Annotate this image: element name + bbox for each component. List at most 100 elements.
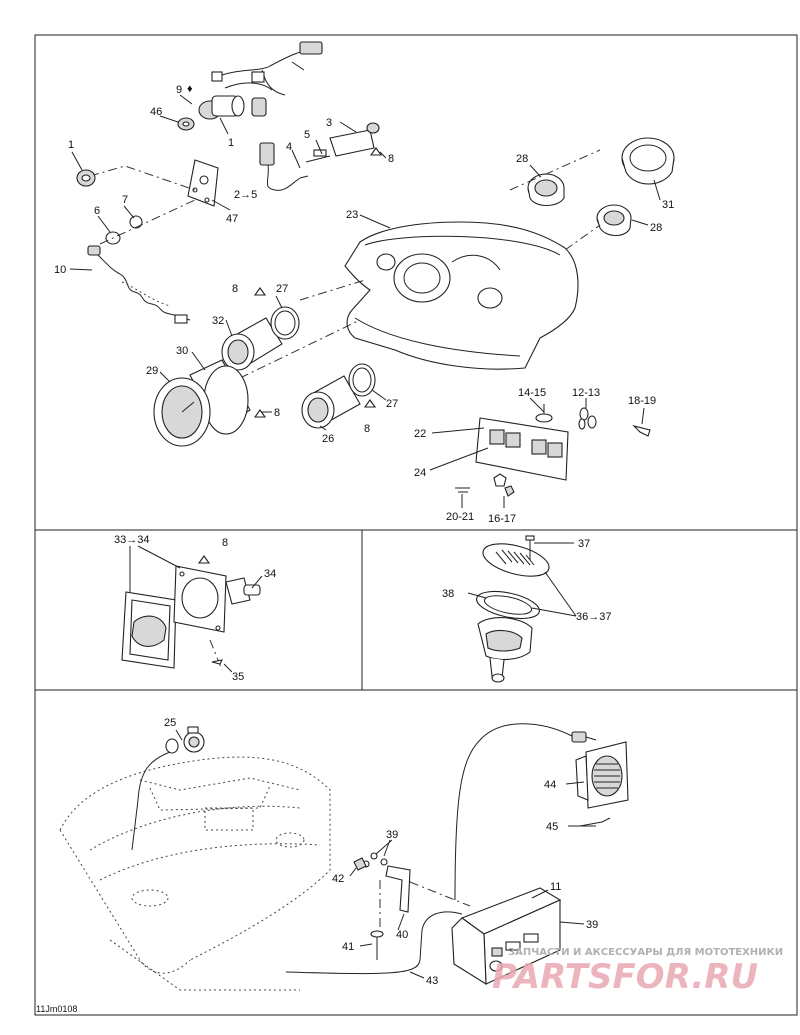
callout-34: 34 (264, 568, 276, 580)
callout-25: 25 (164, 717, 176, 729)
leaders-panel-4 (175, 729, 596, 979)
panel-gauge-detail: 33→34 8 34 35 (114, 534, 276, 683)
callout-27: 27 (386, 398, 398, 410)
clip-18-19 (632, 424, 651, 437)
gauge-face-33 (121, 591, 177, 669)
grille-36 (482, 543, 550, 577)
callout-37: 37 (578, 538, 590, 550)
bezel-28-right (596, 204, 632, 237)
labels-panel-4: 25 44 45 39 42 11 39 41 40 43 (164, 717, 598, 987)
callout-38: 38 (442, 588, 454, 600)
drop-8c (253, 409, 267, 418)
vent-housing-36 (477, 617, 533, 683)
callout-1: 1 (68, 139, 74, 151)
callout-6: 6 (94, 205, 100, 217)
callout-47: 47 (226, 213, 238, 225)
switch-assembly-2-5 (259, 142, 309, 191)
panel-radio-install: 25 44 45 39 42 11 39 41 40 43 (59, 717, 629, 991)
switch-panel-22 (475, 417, 569, 481)
bracket-47 (187, 159, 219, 207)
callout-10: 10 (54, 264, 66, 276)
callout-22: 22 (414, 428, 426, 440)
callout-20-21: 20-21 (446, 511, 474, 523)
nut-42 (353, 857, 367, 871)
switch-cap-14-15 (535, 404, 553, 423)
bolt-41 (370, 930, 384, 960)
svg-text:♦: ♦ (187, 83, 193, 95)
callout-46: 46 (150, 106, 162, 118)
callout-9: 9 (176, 84, 182, 96)
washer-7 (129, 215, 143, 229)
callout-40: 40 (396, 929, 408, 941)
labels-panel-1: 9 ♦ 46 1 1 2→5 47 7 6 10 4 5 3 8 23 28 3… (54, 83, 674, 525)
callout-3: 3 (326, 117, 332, 129)
panel-vent-detail: 37 38 36→37 (442, 535, 611, 683)
callout-4: 4 (286, 141, 292, 153)
callout-31: 31 (662, 199, 674, 211)
callout-27: 27 (276, 283, 288, 295)
callout-42: 42 (332, 873, 344, 885)
callout-33-34: 33→34 (114, 534, 149, 546)
callout-24: 24 (414, 467, 426, 479)
callout-8: 8 (222, 537, 228, 549)
bracket-40 (379, 865, 411, 930)
speedometer-29 (153, 359, 251, 447)
callout-18-19: 18-19 (628, 395, 656, 407)
callout-45: 45 (546, 821, 558, 833)
screw-37 (525, 535, 535, 560)
bulb-16-17 (493, 473, 515, 497)
grommet-1 (76, 169, 96, 187)
callout-1: 1 (228, 137, 234, 149)
console-housing-23 (344, 221, 579, 370)
hull-outline (59, 756, 331, 991)
callout-29: 29 (146, 365, 158, 377)
panel-dashboard-console: 9 ♦ 46 1 1 2→5 47 7 6 10 4 5 3 8 23 28 3… (54, 41, 675, 525)
clip-35 (211, 659, 223, 665)
switch-12-13 (578, 407, 597, 430)
callout-8: 8 (232, 283, 238, 295)
bezel-28-top (527, 173, 565, 207)
gauge-bracket-34 (173, 565, 261, 633)
callout-2-5: 2→5 (234, 189, 257, 201)
callout-14-15: 14-15 (518, 387, 546, 399)
callout-28: 28 (650, 222, 662, 234)
watermark-logo: PARTSFOR.RU (492, 957, 758, 997)
watermark-caption: ЗАПЧАСТИ И АКСЕССУАРЫ ДЛЯ МОТОТЕХНИКИ (508, 947, 783, 958)
drop-8e (197, 555, 211, 564)
diagram-frame (34, 34, 798, 1016)
callout-36-37: 36→37 (576, 611, 611, 623)
speaker-44 (575, 741, 629, 809)
callout-43: 43 (426, 975, 438, 987)
ignition-switch (198, 95, 267, 120)
callout-30: 30 (176, 345, 188, 357)
callout-8: 8 (388, 153, 394, 165)
callout-23: 23 (346, 209, 358, 221)
callout-26: 26 (322, 433, 334, 445)
nut-46 (177, 117, 195, 131)
callout-41: 41 (342, 941, 354, 953)
light-20-21 (455, 487, 470, 493)
speaker-connector (571, 731, 597, 743)
callout-39: 39 (386, 829, 398, 841)
drop-8d (363, 399, 377, 408)
callout-8: 8 (274, 407, 280, 419)
hardware-39 (362, 852, 388, 868)
drop-8a (369, 147, 383, 156)
gauge-26 (301, 375, 361, 429)
callout-7: 7 (122, 194, 128, 206)
callout-44: 44 (544, 779, 556, 791)
drop-8b (253, 287, 267, 296)
callout-16-17: 16-17 (488, 513, 516, 525)
callout-12-13: 12-13 (572, 387, 600, 399)
ignition-harness (211, 41, 323, 96)
callout-11: 11 (550, 881, 561, 893)
radio-unit-11 (451, 887, 562, 986)
leaders-panel-1 (69, 94, 661, 508)
jack-25 (165, 726, 205, 754)
callout-5: 5 (304, 129, 310, 141)
gasket-38 (476, 590, 540, 620)
callout-35: 35 (232, 671, 244, 683)
wiring-harness-10 (87, 245, 191, 324)
watermark: ЗАПЧАСТИ И АКСЕССУАРЫ ДЛЯ МОТОТЕХНИКИ PA… (492, 947, 783, 997)
